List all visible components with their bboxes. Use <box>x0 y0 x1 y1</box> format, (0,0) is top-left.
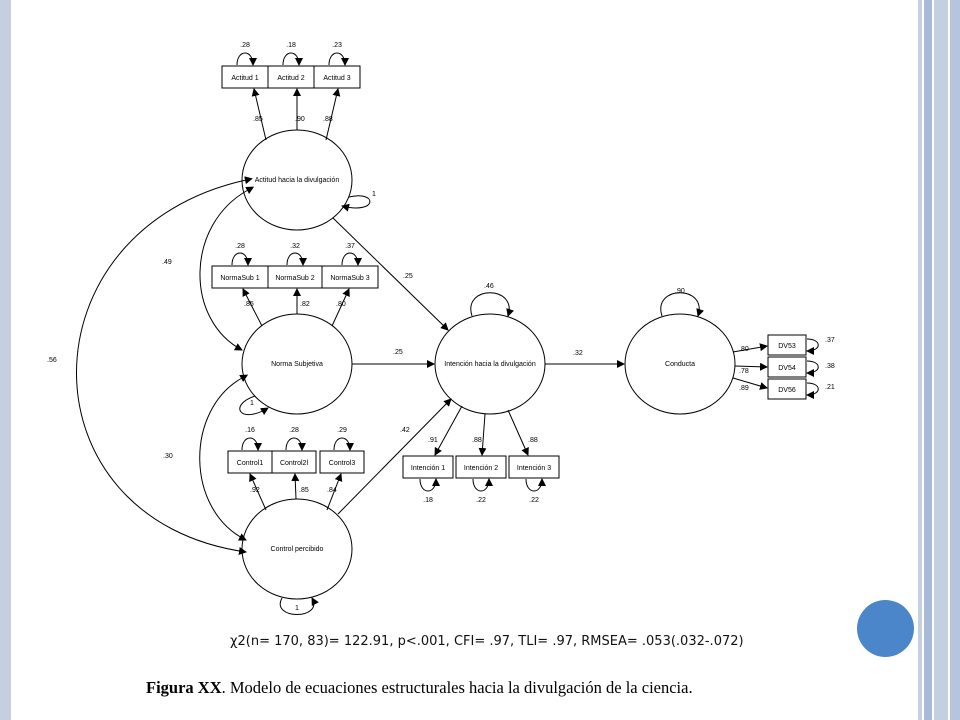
right-stripe-decoration <box>918 0 960 720</box>
variance-norma: 1 <box>250 400 254 407</box>
label-actitud-1: Actitud 1 <box>231 75 258 82</box>
label-intencion: Intención hacia la divulgación <box>444 361 536 368</box>
variance-conducta: .90 <box>675 288 685 295</box>
label-norma-3: NormaSub 3 <box>330 275 369 282</box>
latent-conducta <box>624 313 736 415</box>
loading-conducta-1: .80 <box>739 346 749 353</box>
error-conducta-2: .38 <box>825 363 835 370</box>
error-control-1: .16 <box>245 427 255 434</box>
loading-actitud-2: .90 <box>295 116 305 123</box>
box-actitud-3 <box>313 65 361 89</box>
variance-control: 1 <box>295 605 299 612</box>
variance-actitud: 1 <box>372 191 376 198</box>
error-norma-2: .32 <box>290 243 300 250</box>
error-intencion-3: .22 <box>529 497 539 504</box>
caption-text: . Modelo de ecuaciones estructurales hac… <box>221 678 693 697</box>
label-conducta-2: DV54 <box>778 365 796 372</box>
loading-norma-3: .80 <box>336 301 346 308</box>
box-conducta-2 <box>767 356 807 378</box>
loading-norma-2: .82 <box>300 301 310 308</box>
label-actitud-2: Actitud 2 <box>277 75 304 82</box>
loading-actitud-3: .88 <box>323 116 333 123</box>
path-norma-intencion: .25 <box>393 349 403 356</box>
loading-intencion-2: .88 <box>472 437 482 444</box>
box-intencion-2 <box>455 455 507 479</box>
box-norma-3 <box>321 265 379 289</box>
loading-intencion-3: .88 <box>528 437 538 444</box>
box-intencion-3 <box>508 455 560 479</box>
label-norma-1: NormaSub 1 <box>220 275 259 282</box>
blue-circle-decoration <box>857 600 914 657</box>
box-conducta-3 <box>767 378 807 400</box>
loading-conducta-2: .78 <box>739 368 749 375</box>
loading-norma-1: .85 <box>244 301 254 308</box>
label-control-3: Control3 <box>329 460 356 467</box>
label-conducta-1: DV53 <box>778 343 796 350</box>
loading-conducta-3: .89 <box>739 385 749 392</box>
label-control: Control percibido <box>271 546 324 553</box>
variance-intencion: .46 <box>484 283 494 290</box>
corr-norma-control: .30 <box>163 453 173 460</box>
label-norma-2: NormaSub 2 <box>275 275 314 282</box>
label-control-1: Control1 <box>237 460 264 467</box>
loading-control-1: .92 <box>250 487 260 494</box>
label-actitud-3: Actitud 3 <box>323 75 350 82</box>
label-conducta: Conducta <box>665 361 695 368</box>
error-conducta-3: .21 <box>825 384 835 391</box>
box-control-3 <box>319 450 365 474</box>
error-actitud-2: .18 <box>286 42 296 49</box>
figure-caption: Figura XX. Modelo de ecuaciones estructu… <box>146 678 846 698</box>
box-intencion-1 <box>402 455 454 479</box>
error-norma-1: .28 <box>235 243 245 250</box>
fit-statistics: χ2(n= 170, 83)= 122.91, p<.001, CFI= .97… <box>230 634 744 649</box>
error-norma-3: .37 <box>345 243 355 250</box>
error-intencion-1: .18 <box>423 497 433 504</box>
box-conducta-1 <box>767 334 807 356</box>
loading-control-3: .84 <box>327 487 337 494</box>
box-control-2 <box>271 450 317 474</box>
label-conducta-3: DV56 <box>778 387 796 394</box>
label-intencion-3: Intención 3 <box>517 465 551 472</box>
path-actitud-intencion: .25 <box>403 273 413 280</box>
error-control-3: .29 <box>337 427 347 434</box>
path-intencion-conducta: .32 <box>573 350 583 357</box>
error-intencion-2: .22 <box>476 497 486 504</box>
label-actitud: Actitud hacia la divulgación <box>255 177 340 184</box>
corr-actitud-norma: .49 <box>162 259 172 266</box>
error-control-2: .28 <box>289 427 299 434</box>
caption-label: Figura XX <box>146 678 222 697</box>
label-intencion-1: Intención 1 <box>411 465 445 472</box>
corr-actitud-control: .56 <box>47 357 57 364</box>
label-norma: Norma Subjetiva <box>271 361 323 368</box>
label-intencion-2: Intención 2 <box>464 465 498 472</box>
left-border-bar <box>0 0 11 720</box>
path-control-intencion: .42 <box>400 427 410 434</box>
label-control-2: Control2l <box>280 460 308 467</box>
loading-control-2: .85 <box>299 487 309 494</box>
error-actitud-1: .28 <box>240 42 250 49</box>
error-actitud-3: .23 <box>332 42 342 49</box>
loading-intencion-1: .91 <box>428 437 438 444</box>
loading-actitud-1: .85 <box>253 116 263 123</box>
error-conducta-1: .37 <box>825 337 835 344</box>
